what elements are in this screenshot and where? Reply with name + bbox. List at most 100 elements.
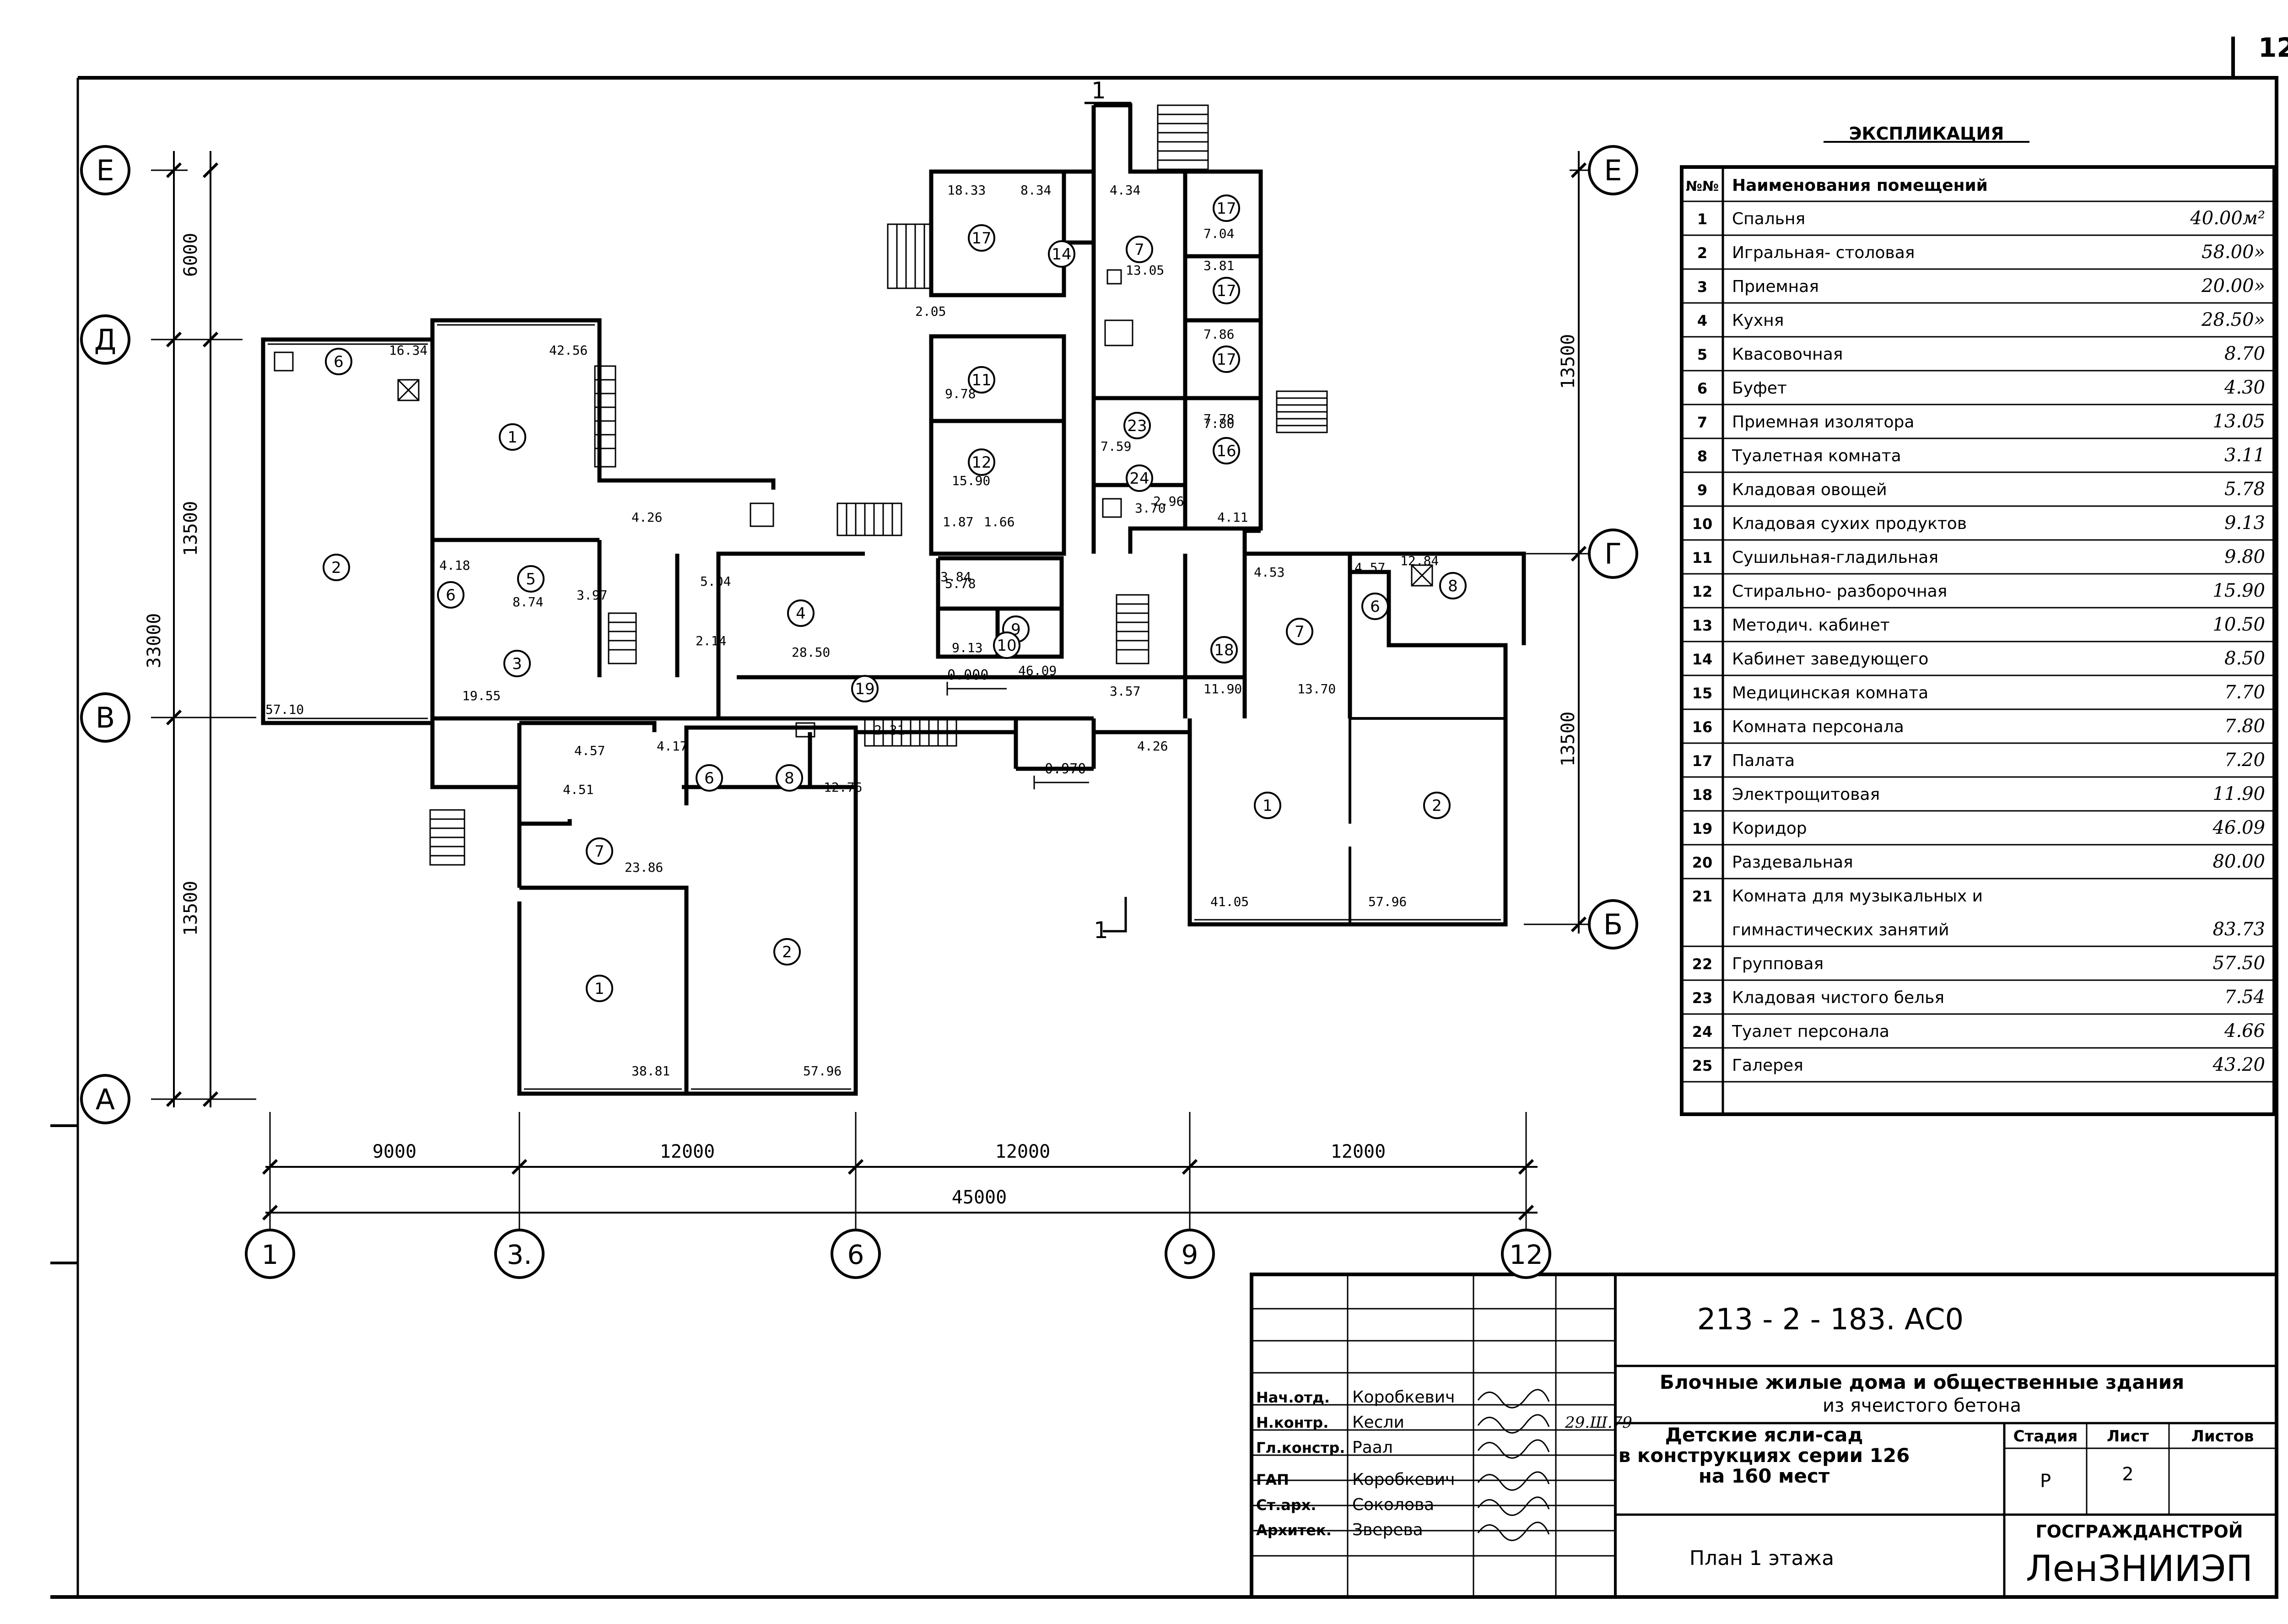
- axis-label: В: [96, 701, 115, 734]
- room-number-text: 17: [1216, 200, 1236, 218]
- dim-right-0: 13500: [1558, 334, 1579, 389]
- room-area-12: 8.34: [1020, 183, 1051, 198]
- explication-row-name: Сушильная-гладильная: [1732, 548, 1938, 567]
- explication-row-area: 28.50»: [2201, 309, 2265, 330]
- signature-date: 29.Ш.79: [1565, 1414, 1632, 1432]
- room-area-0: 16.34: [389, 343, 427, 358]
- explication-row-area: 83.73: [2212, 919, 2265, 940]
- signature-1: [1477, 1414, 1550, 1434]
- dim-left-2: 33000: [144, 613, 165, 668]
- explication-row-num: 14: [1692, 651, 1713, 668]
- explication-header-name: Наименования помещений: [1732, 176, 1988, 195]
- room-number-text: 4: [796, 604, 806, 623]
- level-marks: [946, 682, 1089, 789]
- object-title-2: в конструкциях серии 126: [1619, 1444, 1910, 1467]
- room-number-text: 3: [512, 655, 522, 673]
- room-number-6: 6: [325, 348, 352, 375]
- explication-row-area: 8.50: [2224, 648, 2265, 669]
- room-area-17: 1.66: [984, 514, 1014, 529]
- room-area-8: 5.04: [700, 574, 731, 589]
- room-area-48: 38.81: [631, 1063, 670, 1079]
- room-area-36: 13.70: [1297, 681, 1336, 696]
- explication-table-grid: [1680, 141, 2276, 1116]
- explication-row-num: 21: [1692, 888, 1713, 905]
- explication-row-num: 20: [1692, 854, 1713, 871]
- explication-row-num: 8: [1697, 448, 1707, 465]
- room-area-29: 3.70: [1135, 501, 1166, 516]
- explication-row-area: 4.66: [2224, 1020, 2265, 1041]
- stage-value: Р: [2040, 1471, 2051, 1492]
- axis-bubble-right-6: Б: [1588, 899, 1638, 950]
- level-mark-1: -0.970: [1036, 761, 1086, 777]
- explication-row-num: 22: [1692, 955, 1713, 973]
- room-number-text: 1: [1263, 797, 1273, 815]
- room-area-15: 15.90: [952, 473, 990, 488]
- room-number-23: 23: [1123, 412, 1151, 439]
- drawing-code: 213 - 2 - 183. АС0: [1697, 1303, 1964, 1337]
- explication-row-num: 13: [1692, 617, 1713, 634]
- room-number-text: 5: [526, 570, 536, 588]
- series-title-2: из ячеистого бетона: [1823, 1395, 2021, 1416]
- section-marks: [1085, 102, 1132, 933]
- room-area-27: 7.59: [1101, 439, 1131, 454]
- explication-row-num: 2: [1697, 244, 1707, 262]
- room-area-38: 3.57: [1110, 684, 1140, 699]
- name-1: Кесли: [1352, 1413, 1404, 1432]
- room-area-40: 41.05: [1210, 894, 1249, 909]
- room-number-text: 6: [704, 769, 714, 788]
- dim-bottom-2: 12000: [995, 1141, 1050, 1162]
- axis-bubble-right-4: Е: [1588, 145, 1638, 195]
- signature-4: [1477, 1496, 1550, 1516]
- dim-left-3: 13500: [180, 881, 201, 936]
- explication-row-area: 80.00: [2212, 851, 2265, 872]
- stage-label: Стадия: [2013, 1427, 2078, 1446]
- room-number-text: 7: [1134, 241, 1144, 259]
- dimension-lines: [166, 151, 1587, 1221]
- room-number-1: 1: [586, 975, 613, 1002]
- room-number-11: 11: [968, 366, 995, 394]
- room-area-45: 4.17: [657, 739, 687, 754]
- room-number-12: 12: [968, 448, 995, 476]
- section-mark-bottom: 1: [1094, 917, 1108, 944]
- explication-row-num: 19: [1692, 820, 1713, 837]
- room-area-26: 7.78: [1203, 411, 1234, 426]
- explication-row-name: Кладовая чистого белья: [1732, 988, 1944, 1007]
- room-area-42: 4.57: [574, 743, 605, 758]
- room-number-text: 17: [971, 229, 991, 248]
- dim-total: 45000: [952, 1187, 1007, 1208]
- explication-row-area: 15.90: [2212, 580, 2265, 601]
- axis-bubble-left-0: Е: [80, 145, 130, 195]
- explication-row-name: Групповая: [1732, 955, 1824, 973]
- explication-row-name: Электрощитовая: [1732, 785, 1880, 804]
- sheet-name: План 1 этажа: [1689, 1547, 1834, 1570]
- room-area-9: 2.14: [696, 633, 726, 648]
- room-number-text: 2: [1432, 797, 1442, 815]
- room-number-19: 19: [851, 675, 879, 702]
- room-area-21: 4.34: [1110, 183, 1140, 198]
- explication-row-name: Галерея: [1732, 1056, 1803, 1075]
- room-number-text: 2: [782, 943, 792, 961]
- signature-5: [1477, 1521, 1550, 1541]
- explication-row-name: Методич. кабинет: [1732, 616, 1890, 635]
- explication-row-name: гимнастических занятий: [1732, 921, 1949, 939]
- role-5: Архитек.: [1256, 1521, 1332, 1539]
- explication-row-area: 7.70: [2224, 682, 2265, 703]
- section-mark-top: 1: [1091, 77, 1106, 104]
- role-4: Ст.арх.: [1256, 1496, 1316, 1514]
- explication-row-name: Медицинская комната: [1732, 684, 1928, 702]
- object-title-3: на 160 мест: [1699, 1465, 1830, 1487]
- room-area-43: 4.51: [563, 782, 594, 797]
- room-number-7: 7: [586, 837, 613, 865]
- explication-row-name: Буфет: [1732, 379, 1787, 398]
- explication-row-num: 23: [1692, 989, 1713, 1007]
